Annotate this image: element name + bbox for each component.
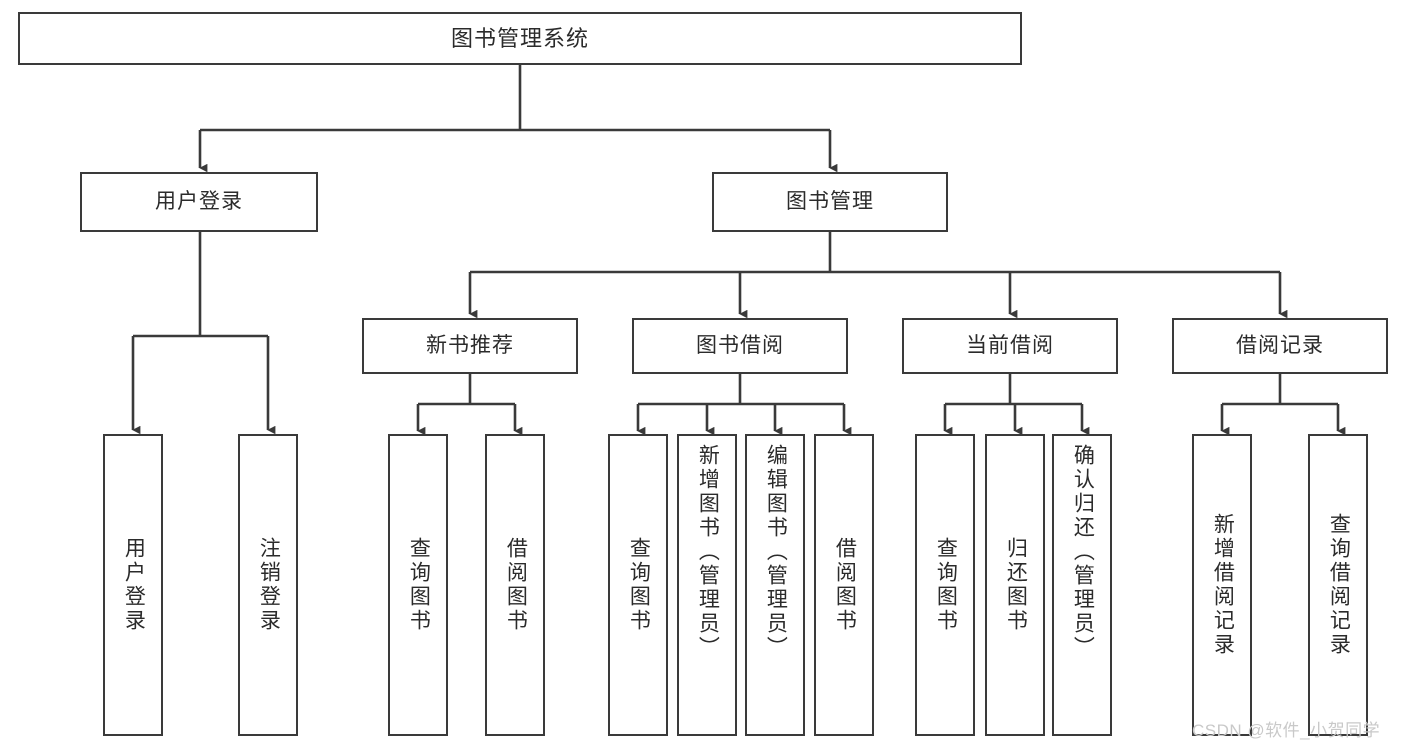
leaf-user-login-login[interactable]: 用户登录 — [103, 434, 163, 736]
node-label: 借阅图书 — [504, 537, 528, 633]
node-label: 图书管理 — [786, 189, 874, 213]
node-label: 用户登录 — [122, 537, 146, 633]
csdn-watermark: CSDN @软件_小贺同学 — [1192, 721, 1381, 740]
node-root-system[interactable]: 图书管理系统 — [18, 12, 1022, 65]
leaf-borrow-record-query-record[interactable]: 查询借阅记录 — [1308, 434, 1368, 736]
node-borrow-record[interactable]: 借阅记录 — [1172, 318, 1388, 374]
leaf-new-book-borrow-book[interactable]: 借阅图书 — [485, 434, 545, 736]
leaf-current-borrow-confirm-return[interactable]: 确认归还（管理员） — [1052, 434, 1112, 736]
leaf-current-borrow-query-book[interactable]: 查询图书 — [915, 434, 975, 736]
node-label: 借阅记录 — [1236, 333, 1324, 357]
leaf-current-borrow-return-book[interactable]: 归还图书 — [985, 434, 1045, 736]
node-label: 图书管理系统 — [450, 25, 589, 51]
node-user-login[interactable]: 用户登录 — [80, 172, 318, 232]
node-label: 图书借阅 — [696, 333, 784, 357]
node-label: 借阅图书 — [833, 537, 857, 633]
node-label: 归还图书 — [1004, 537, 1028, 633]
leaf-book-borrow-add-book[interactable]: 新增图书（管理员） — [677, 434, 737, 736]
node-label: 查询图书 — [627, 537, 651, 633]
node-label: 查询图书 — [407, 537, 431, 633]
leaf-book-borrow-borrow-book[interactable]: 借阅图书 — [814, 434, 874, 736]
node-label: 确认归还（管理员） — [1071, 444, 1095, 660]
node-label: 当前借阅 — [966, 333, 1054, 357]
node-label: 新增图书（管理员） — [696, 444, 720, 660]
node-label: 注销登录 — [257, 537, 281, 633]
node-label: 新增借阅记录 — [1211, 513, 1235, 657]
node-current-borrow[interactable]: 当前借阅 — [902, 318, 1118, 374]
node-label: 查询借阅记录 — [1327, 513, 1351, 657]
node-label: 查询图书 — [934, 537, 958, 633]
node-book-borrow[interactable]: 图书借阅 — [632, 318, 848, 374]
leaf-borrow-record-add-record[interactable]: 新增借阅记录 — [1192, 434, 1252, 736]
node-new-book-recommend[interactable]: 新书推荐 — [362, 318, 578, 374]
node-label: 用户登录 — [155, 189, 243, 213]
leaf-book-borrow-edit-book[interactable]: 编辑图书（管理员） — [745, 434, 805, 736]
node-label: 新书推荐 — [426, 333, 514, 357]
leaf-book-borrow-query-book[interactable]: 查询图书 — [608, 434, 668, 736]
node-book-management[interactable]: 图书管理 — [712, 172, 948, 232]
node-label: 编辑图书（管理员） — [764, 444, 788, 660]
leaf-user-login-logout[interactable]: 注销登录 — [238, 434, 298, 736]
leaf-new-book-query-book[interactable]: 查询图书 — [388, 434, 448, 736]
